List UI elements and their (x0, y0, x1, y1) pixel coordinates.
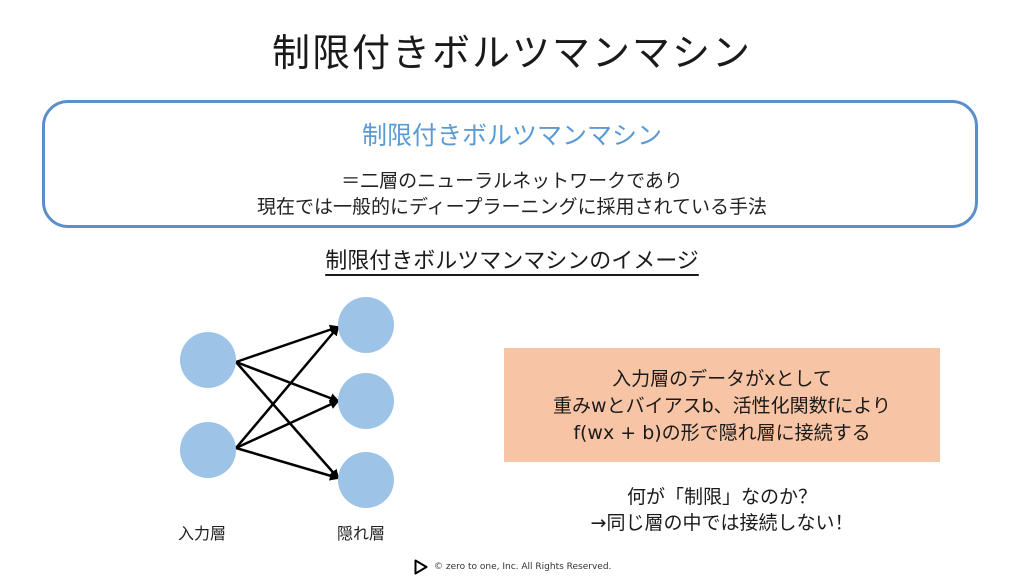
connection-arrow (235, 399, 340, 450)
definition-line-2: 現在では一般的にディープラーニングに採用されている手法 (257, 196, 767, 218)
connection-arrow (235, 446, 340, 481)
input-layer-label: 入力層 (178, 524, 227, 543)
hidden-node (338, 452, 394, 508)
explanation-line-2: 重みwとバイアスb、活性化関数fにより (553, 395, 891, 417)
explanation-line-1: 入力層のデータがxとして (612, 368, 832, 390)
connection-arrow (235, 360, 340, 403)
hidden-node (338, 297, 394, 353)
explanation-box: 入力層のデータがxとして 重みwとバイアスb、活性化関数fにより f(wx + … (504, 348, 940, 462)
diagram-heading-text: 制限付きボルツマンマシンのイメージ (325, 249, 699, 274)
network-diagram (180, 297, 394, 508)
definition-box (42, 100, 978, 228)
diagram-heading: 制限付きボルツマンマシンのイメージ (0, 243, 1024, 275)
definition-heading: 制限付きボルツマンマシン (361, 121, 662, 150)
explanation-line-3: f(wx + b)の形で隠れ層に接続する (573, 422, 871, 444)
footer: © zero to one, Inc. All Rights Reserved. (414, 559, 611, 575)
definition-line-1: ＝二層のニューラルネットワークであり (341, 170, 683, 192)
copyright-text: © zero to one, Inc. All Rights Reserved. (434, 562, 612, 572)
play-triangle-icon (414, 559, 428, 575)
question-line: 何が「制限」なのか？ (626, 486, 817, 508)
connection-arrow (235, 361, 340, 480)
restriction-question: 何が「制限」なのか？ →同じ層の中では接続しない！ (504, 484, 940, 536)
slide-title: 制限付きボルツマンマシン (271, 31, 752, 75)
hidden-node (338, 373, 394, 429)
connection-arrow (235, 325, 340, 449)
hidden-layer-label: 隠れ層 (337, 524, 386, 543)
answer-line: →同じ層の中では接続しない！ (590, 512, 854, 534)
connection-arrow (235, 324, 340, 364)
input-node (180, 422, 236, 478)
input-node (180, 332, 236, 388)
